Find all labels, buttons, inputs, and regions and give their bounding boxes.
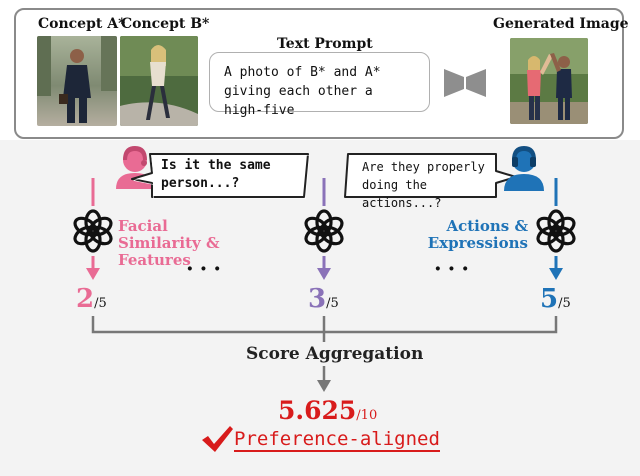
left-score-value: 2 bbox=[76, 284, 95, 314]
generated-image bbox=[510, 38, 588, 124]
final-score-value: 5.625 bbox=[278, 396, 357, 425]
evaluation-area bbox=[0, 140, 640, 476]
verdict-label: Preference-aligned bbox=[234, 428, 440, 452]
concept-b-image bbox=[120, 36, 198, 126]
text-prompt-label: Text Prompt bbox=[277, 36, 373, 52]
middle-score: 3/5 bbox=[308, 286, 339, 317]
middle-score-value: 3 bbox=[308, 284, 327, 314]
middle-score-denominator: /5 bbox=[326, 296, 339, 311]
left-question: Is it the same person...? bbox=[161, 158, 271, 191]
text-prompt-box: A photo of B* and A* giving each other a… bbox=[209, 52, 430, 118]
right-score-denominator: /5 bbox=[558, 296, 571, 311]
checkmark-icon bbox=[202, 426, 233, 452]
right-question: Are they properly doing the actions...? bbox=[362, 160, 485, 210]
llm-logo-icon bbox=[73, 209, 113, 253]
concept-a-image bbox=[37, 36, 117, 126]
llm-logo-icon bbox=[304, 209, 344, 253]
left-speech-bubble bbox=[131, 153, 310, 199]
right-evaluator-icon bbox=[504, 146, 544, 191]
left-score-denominator: /5 bbox=[94, 296, 107, 311]
final-score-denominator: /10 bbox=[356, 408, 378, 423]
generated-image-label: Generated Image bbox=[493, 16, 629, 32]
right-criterion: Actions & Expressions bbox=[427, 217, 528, 252]
right-speech-bubble bbox=[344, 153, 517, 198]
concept-a-label: Concept A* bbox=[38, 16, 126, 32]
left-criterion: Facial Similarity & Features bbox=[118, 217, 220, 269]
final-score: 5.625/10 bbox=[278, 396, 377, 425]
generator-icon bbox=[444, 69, 486, 97]
left-score: 2/5 bbox=[76, 286, 107, 317]
right-score: 5/5 bbox=[540, 286, 571, 317]
right-score-value: 5 bbox=[540, 284, 559, 314]
ellipsis-left: ··· bbox=[186, 256, 227, 282]
concept-b-label: Concept B* bbox=[121, 16, 210, 32]
score-aggregation-label: Score Aggregation bbox=[246, 344, 424, 364]
ellipsis-right: ··· bbox=[434, 256, 475, 282]
llm-logo-icon bbox=[536, 209, 576, 253]
